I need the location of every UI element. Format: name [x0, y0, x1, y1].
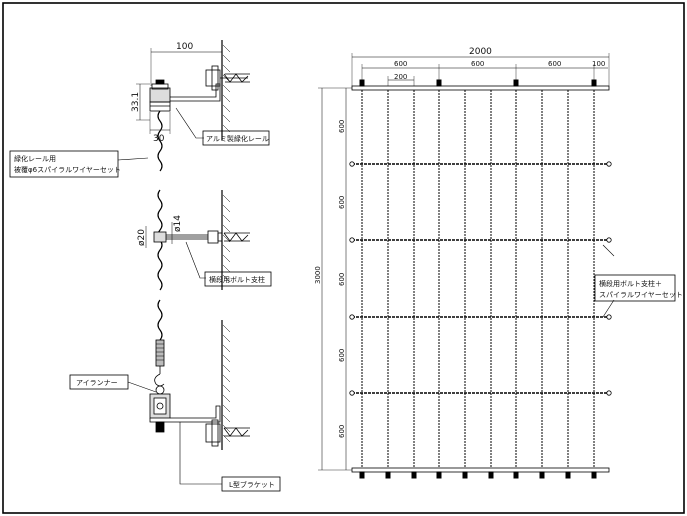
horizontal-wires-group	[349, 161, 612, 396]
dim-600-a: 600	[394, 60, 407, 68]
rail-clip-bottom	[565, 471, 571, 479]
detail-top	[9, 40, 270, 178]
bolt-post-end	[349, 161, 355, 167]
rail-clip-bottom	[488, 471, 494, 479]
dim-diameter-20: ø20	[137, 229, 147, 246]
dim-33-1: 33.1	[131, 92, 141, 112]
callout-right-line1: 横段用ボルト支柱＋	[599, 279, 662, 288]
rail-clip-bottom	[436, 471, 442, 479]
rail-clip-bottom	[513, 471, 519, 479]
bolt-post-end	[606, 314, 612, 320]
dim-30: 30	[153, 134, 165, 144]
vertical-wires-group	[359, 79, 597, 479]
rail-clip-bottom	[411, 471, 417, 479]
rail-clip-top	[513, 79, 519, 87]
detail-middle	[145, 189, 272, 291]
bolt-post-end	[606, 390, 612, 396]
rail-clip-bottom	[462, 471, 468, 479]
rail-clip-bottom	[385, 471, 391, 479]
dim-100: 100	[176, 42, 193, 52]
bolt-post-end	[606, 161, 612, 167]
rail-clip-top	[591, 79, 597, 87]
callout-bolt-post: 横段用ボルト支柱	[209, 275, 265, 284]
dim-bolt-14: ø14	[173, 215, 183, 232]
bolt-post-end	[606, 237, 612, 243]
bolt-post-end	[349, 237, 355, 243]
callout-l-bracket: L型ブラケット	[229, 480, 275, 489]
dim-row-5: 600	[338, 425, 346, 438]
bolt-post-end	[349, 390, 355, 396]
callout-eye-runner: アイランナー	[76, 379, 118, 387]
dim-600-b: 600	[471, 60, 484, 68]
dim-row-4: 600	[338, 349, 346, 362]
rail-clip-top	[436, 79, 442, 87]
dim-row-1: 600	[338, 120, 346, 133]
rail-clip-bottom	[591, 471, 597, 479]
callout-green-rail: 緑化レール用	[14, 154, 56, 163]
dim-600-c: 600	[548, 60, 561, 68]
dim-100-end: 100	[592, 60, 605, 68]
front-elevation	[318, 53, 676, 479]
rail-clip-bottom	[359, 471, 365, 479]
dim-2000: 2000	[469, 47, 492, 57]
detail-bottom	[69, 299, 281, 492]
dim-row-2: 600	[338, 196, 346, 209]
bolt-post-end	[349, 314, 355, 320]
dim-3000: 3000	[314, 266, 322, 284]
callout-aluminum-rail: アルミ製緑化レール	[206, 134, 269, 143]
rail-clip-top	[359, 79, 365, 87]
dim-200: 200	[394, 73, 407, 81]
callout-coated-wire: 被覆φ6スパイラルワイヤーセット	[14, 165, 121, 174]
dim-row-3: 600	[338, 273, 346, 286]
callout-right-line2: スパイラルワイヤーセット	[599, 291, 683, 299]
rail-clip-bottom	[539, 471, 545, 479]
